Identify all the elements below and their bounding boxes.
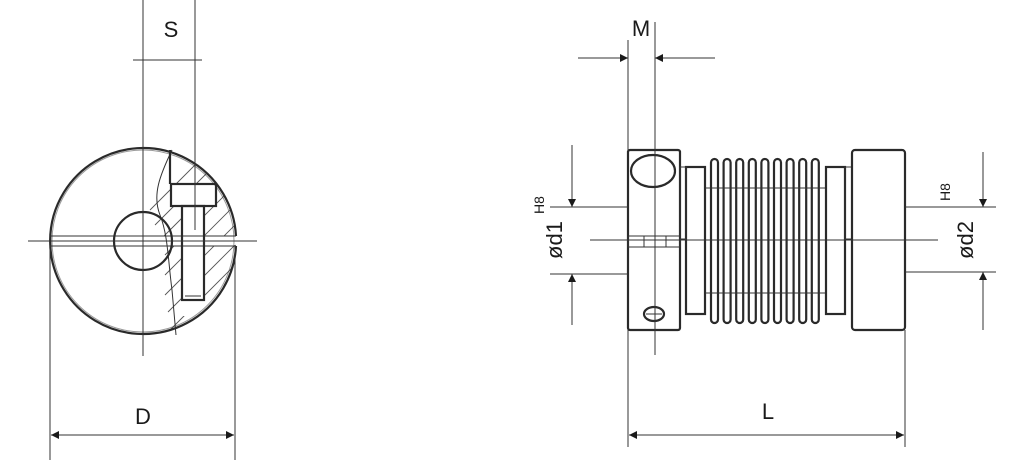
- bellows-fin: [798, 157, 808, 325]
- bellows-fin: [810, 157, 820, 325]
- bellows-fin: [760, 157, 770, 325]
- dim-l-label: L: [762, 399, 774, 424]
- dim-d1-tolerance: H8: [531, 196, 547, 214]
- break-line: [156, 149, 177, 336]
- dim-d1-label: ød1: [542, 221, 567, 259]
- bellows: [705, 157, 826, 325]
- bellows-fin: [709, 157, 720, 325]
- side-view: M L ød1 H8 ød2 H8: [531, 16, 996, 447]
- bellows-fin: [785, 157, 795, 325]
- bellows-fin: [735, 157, 745, 325]
- dim-m-label: M: [632, 16, 650, 41]
- bellows-fin: [722, 157, 732, 325]
- bellows-fin: [747, 157, 757, 325]
- clamp-screw-hole: [629, 153, 677, 189]
- bellows-fin: [772, 157, 783, 325]
- section-hatching: [50, 150, 236, 334]
- dim-d2-tolerance: H8: [937, 183, 953, 201]
- dim-s-label: S: [164, 17, 179, 42]
- dim-d2-label: ød2: [953, 221, 978, 259]
- dim-d-label: D: [135, 404, 151, 429]
- end-view: S D: [28, 0, 257, 460]
- clamp-screw: [642, 305, 666, 323]
- clamp-screw-shank: [180, 204, 206, 302]
